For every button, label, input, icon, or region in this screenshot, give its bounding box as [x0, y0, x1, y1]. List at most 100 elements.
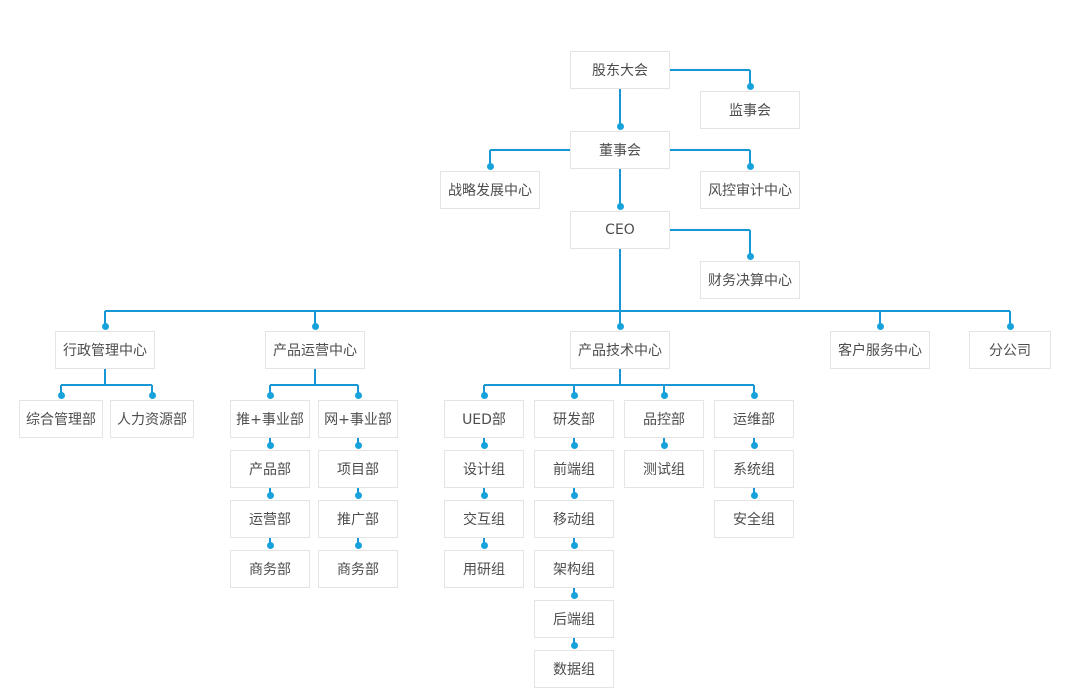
connector-dot — [480, 541, 488, 549]
connector-line-vertical — [619, 249, 621, 311]
connector-dot — [660, 391, 668, 399]
org-node-general-mgmt: 综合管理部 — [19, 400, 103, 438]
connector-line-vertical — [749, 150, 751, 166]
connector-dot — [570, 541, 578, 549]
org-node-promotion-dept: 推广部 — [318, 500, 398, 538]
connector-dot — [746, 162, 754, 170]
org-node-operations-dept: 运营部 — [230, 500, 310, 538]
org-node-business-dept-2: 商务部 — [318, 550, 398, 588]
connector-dot — [266, 491, 274, 499]
org-node-project-dept: 项目部 — [318, 450, 398, 488]
connector-dot — [570, 391, 578, 399]
connector-line-horizontal — [270, 384, 358, 386]
org-node-product-tech: 产品技术中心 — [570, 331, 670, 369]
org-node-customer-service: 客户服务中心 — [830, 331, 930, 369]
connector-dot — [660, 441, 668, 449]
connector-line-vertical — [489, 150, 491, 166]
connector-dot — [570, 441, 578, 449]
connector-line-horizontal — [670, 229, 750, 231]
org-node-board: 董事会 — [570, 131, 670, 169]
connector-line-vertical — [314, 311, 316, 326]
connector-dot — [101, 322, 109, 330]
connector-dot — [570, 591, 578, 599]
connector-line-vertical — [619, 169, 621, 206]
org-node-ceo: CEO — [570, 211, 670, 249]
connector-dot — [1006, 322, 1014, 330]
connector-line-vertical — [619, 369, 621, 385]
connector-dot — [570, 491, 578, 499]
connector-line-horizontal — [484, 384, 754, 386]
connector-dot — [746, 82, 754, 90]
connector-line-vertical — [483, 385, 485, 395]
org-node-ued-dept: UED部 — [444, 400, 524, 438]
org-node-admin-center: 行政管理中心 — [55, 331, 155, 369]
org-node-risk-audit: 风控审计中心 — [700, 171, 800, 209]
org-node-mobile-group: 移动组 — [534, 500, 614, 538]
connector-dot — [750, 391, 758, 399]
connector-line-vertical — [1009, 311, 1011, 326]
connector-line-vertical — [753, 385, 755, 395]
org-node-qc-dept: 品控部 — [624, 400, 704, 438]
connector-dot — [616, 202, 624, 210]
connector-dot — [311, 322, 319, 330]
org-node-business-dept-1: 商务部 — [230, 550, 310, 588]
connector-line-vertical — [663, 385, 665, 395]
connector-dot — [486, 162, 494, 170]
org-node-frontend-group: 前端组 — [534, 450, 614, 488]
connector-dot — [570, 641, 578, 649]
org-node-data-group: 数据组 — [534, 650, 614, 688]
org-node-tui-division: 推+事业部 — [230, 400, 310, 438]
org-node-backend-group: 后端组 — [534, 600, 614, 638]
connector-line-vertical — [619, 89, 621, 126]
connector-line-vertical — [619, 311, 621, 326]
connector-line-horizontal — [105, 310, 1010, 312]
connector-dot — [480, 491, 488, 499]
connector-dot — [746, 252, 754, 260]
connector-dot — [750, 491, 758, 499]
connector-line-vertical — [60, 385, 62, 395]
connector-dot — [266, 541, 274, 549]
org-node-branch: 分公司 — [969, 331, 1051, 369]
connector-dot — [266, 391, 274, 399]
connector-dot — [616, 322, 624, 330]
connector-dot — [354, 541, 362, 549]
connector-dot — [354, 391, 362, 399]
connector-line-vertical — [749, 230, 751, 256]
org-node-product-dept: 产品部 — [230, 450, 310, 488]
org-node-system-group: 系统组 — [714, 450, 794, 488]
connector-line-horizontal — [670, 149, 750, 151]
connector-line-vertical — [104, 311, 106, 326]
connector-dot — [354, 441, 362, 449]
connector-line-horizontal — [670, 69, 750, 71]
connector-line-horizontal — [61, 384, 152, 386]
connector-dot — [354, 491, 362, 499]
org-node-ops-dept: 运维部 — [714, 400, 794, 438]
org-node-product-ops: 产品运营中心 — [265, 331, 365, 369]
connector-line-vertical — [573, 385, 575, 395]
connector-dot — [480, 441, 488, 449]
org-node-rd-dept: 研发部 — [534, 400, 614, 438]
org-node-hr: 人力资源部 — [110, 400, 194, 438]
org-node-finance: 财务决算中心 — [700, 261, 800, 299]
connector-dot — [616, 122, 624, 130]
connector-line-vertical — [749, 70, 751, 86]
org-node-interaction-group: 交互组 — [444, 500, 524, 538]
connector-line-horizontal — [490, 149, 570, 151]
connector-dot — [480, 391, 488, 399]
org-node-user-research: 用研组 — [444, 550, 524, 588]
connector-dot — [148, 391, 156, 399]
org-node-shareholders: 股东大会 — [570, 51, 670, 89]
connector-line-vertical — [879, 311, 881, 326]
org-node-design-group: 设计组 — [444, 450, 524, 488]
org-node-architecture-group: 架构组 — [534, 550, 614, 588]
org-node-testing-group: 测试组 — [624, 450, 704, 488]
connector-line-vertical — [151, 385, 153, 395]
org-node-strategy: 战略发展中心 — [440, 171, 540, 209]
connector-line-vertical — [357, 385, 359, 395]
connector-line-vertical — [104, 369, 106, 385]
connector-dot — [750, 441, 758, 449]
org-node-wang-division: 网+事业部 — [318, 400, 398, 438]
connector-dot — [876, 322, 884, 330]
connector-line-vertical — [269, 385, 271, 395]
